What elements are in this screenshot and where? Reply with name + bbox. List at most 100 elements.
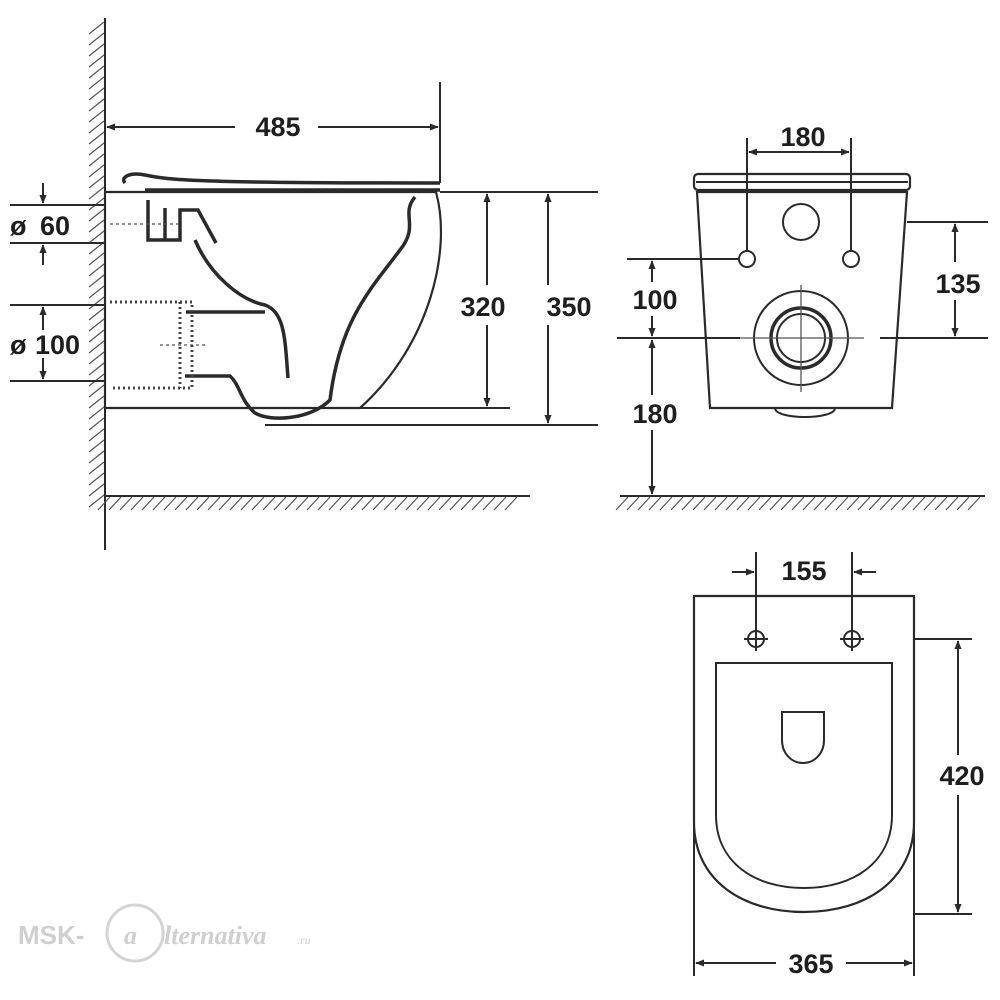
watermark-logo: MSK- a lternativa .ru <box>18 903 311 963</box>
hatch-stroke <box>88 450 105 464</box>
hatch-stroke <box>857 496 871 511</box>
hatch-stroke <box>88 120 105 134</box>
dim-60-label: 60 <box>40 211 70 241</box>
hatch-stroke <box>141 496 155 511</box>
hatch-stroke <box>88 76 105 90</box>
wall-hatch <box>88 21 105 508</box>
dim-420-label: 420 <box>939 761 984 791</box>
hatch-stroke <box>317 496 331 511</box>
hatch-stroke <box>174 496 188 511</box>
hatch-stroke <box>868 496 882 511</box>
hatch-stroke <box>218 496 232 511</box>
top-view: 155 420 365 <box>692 552 985 979</box>
hatch-stroke <box>88 87 105 101</box>
hatch-stroke <box>372 496 386 511</box>
hatch-stroke <box>350 496 364 511</box>
hatch-stroke <box>262 496 276 511</box>
hatch-stroke <box>923 496 937 511</box>
hatch-stroke <box>130 496 144 511</box>
hatch-stroke <box>88 494 105 508</box>
hatch-stroke <box>240 496 254 511</box>
hatch-stroke <box>88 175 105 189</box>
hatch-stroke <box>626 496 640 511</box>
hatch-stroke <box>670 496 684 511</box>
hatch-stroke <box>471 496 485 511</box>
rear-inlet-circle <box>782 203 820 241</box>
hatch-stroke <box>659 496 673 511</box>
hatch-stroke <box>394 496 408 511</box>
dim-155-label: 155 <box>781 556 826 586</box>
hatch-stroke <box>88 98 105 112</box>
dim-135-label: 135 <box>935 269 980 299</box>
top-drain-opening <box>781 711 825 765</box>
hatch-stroke <box>361 496 375 511</box>
hatch-stroke <box>648 496 662 511</box>
hatch-stroke <box>284 496 298 511</box>
hatch-stroke <box>88 439 105 453</box>
hatch-stroke <box>405 496 419 511</box>
hatch-stroke <box>119 496 133 511</box>
dim-100-symbol: ø <box>10 330 27 360</box>
hatch-stroke <box>88 153 105 167</box>
hatch-stroke <box>295 496 309 511</box>
hatch-stroke <box>88 351 105 365</box>
top-mount-hole-right <box>840 627 864 651</box>
hatch-stroke <box>88 285 105 299</box>
hatch-stroke <box>88 483 105 497</box>
hatch-stroke <box>692 496 706 511</box>
hatch-stroke <box>747 496 761 511</box>
hatch-stroke <box>934 496 948 511</box>
hatch-stroke <box>88 109 105 123</box>
hatch-stroke <box>88 318 105 332</box>
hatch-stroke <box>88 164 105 178</box>
hatch-stroke <box>802 496 816 511</box>
hatch-stroke <box>88 340 105 354</box>
hatch-stroke <box>185 496 199 511</box>
hatch-stroke <box>306 496 320 511</box>
hatch-stroke <box>88 384 105 398</box>
hatch-stroke <box>813 496 827 511</box>
top-seat-outline <box>715 662 893 890</box>
dim-350-label: 350 <box>546 292 591 322</box>
hatch-stroke <box>88 54 105 68</box>
hatch-stroke <box>637 496 651 511</box>
hatch-stroke <box>88 32 105 46</box>
hatch-stroke <box>88 395 105 409</box>
dim-100-rear-label: 100 <box>632 285 677 315</box>
watermark-prefix: MSK- <box>18 920 84 950</box>
watermark-mark: a <box>124 921 137 950</box>
hatch-stroke <box>207 496 221 511</box>
hatch-stroke <box>229 496 243 511</box>
hatch-stroke <box>846 496 860 511</box>
rear-view: 180 135 100 180 <box>615 122 988 511</box>
bowl-side-outline <box>103 190 443 410</box>
hatch-stroke <box>88 472 105 486</box>
hatch-stroke <box>725 496 739 511</box>
rear-bottom-lip <box>774 407 836 418</box>
hatch-stroke <box>328 496 342 511</box>
hatch-stroke <box>736 496 750 511</box>
hatch-stroke <box>88 230 105 244</box>
dim-485-label: 485 <box>255 112 300 142</box>
dim-320-label: 320 <box>460 292 505 322</box>
watermark-domain: .ru <box>297 933 311 947</box>
side-view: 485 ø 60 ø 100 320 350 <box>10 18 598 550</box>
hatch-stroke <box>108 496 122 511</box>
hatch-stroke <box>88 461 105 475</box>
dim-180-floor-label: 180 <box>632 399 677 429</box>
watermark-suffix: lternativa <box>164 921 267 950</box>
hatch-stroke <box>824 496 838 511</box>
hatch-stroke <box>493 496 507 511</box>
hatch-stroke <box>681 496 695 511</box>
hatch-stroke <box>88 219 105 233</box>
hatch-stroke <box>88 252 105 266</box>
hatch-stroke <box>88 43 105 57</box>
hatch-stroke <box>88 362 105 376</box>
hatch-stroke <box>339 496 353 511</box>
hatch-stroke <box>251 496 265 511</box>
hatch-stroke <box>791 496 805 511</box>
trap-inner <box>193 239 290 379</box>
hatch-stroke <box>901 496 915 511</box>
dim-100-label: 100 <box>35 330 80 360</box>
